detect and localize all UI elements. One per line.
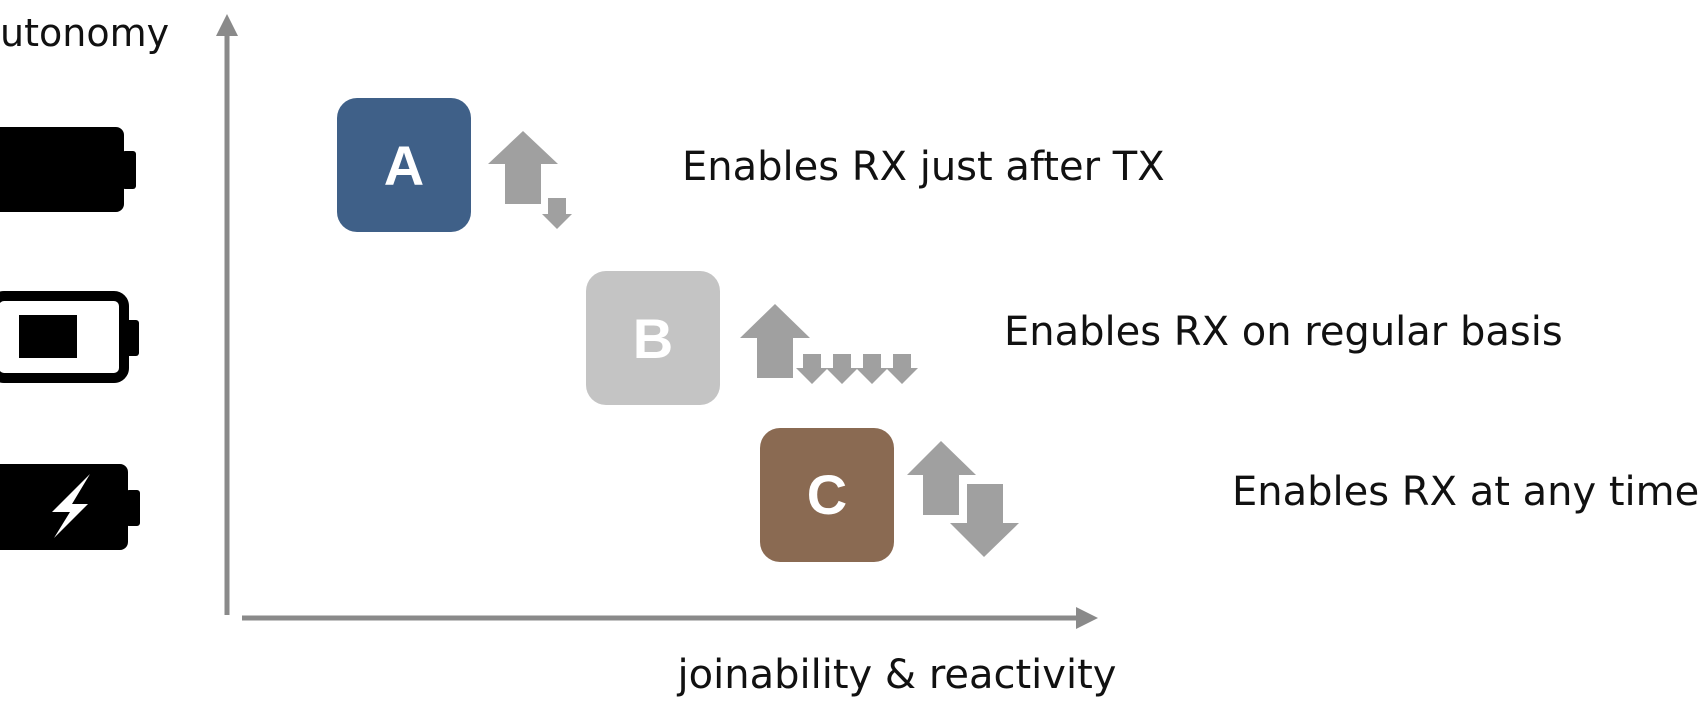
class-a-box: A: [337, 98, 471, 232]
class-c-box: C: [760, 428, 894, 562]
class-a-letter: A: [384, 134, 424, 197]
class-b-description: Enables RX on regular basis: [1004, 309, 1563, 355]
periodic-downlinks-icon: [740, 304, 918, 384]
continuous-downlink-icon: [907, 441, 1019, 557]
battery-half-icon: [0, 291, 139, 383]
battery-charging-icon: [0, 464, 140, 550]
class-b-letter: B: [633, 307, 673, 370]
class-c-letter: C: [807, 463, 847, 526]
x-axis-label: joinability & reactivity: [677, 652, 1117, 698]
class-c-description: Enables RX at any time: [1232, 469, 1699, 515]
class-a-description: Enables RX just after TX: [682, 144, 1165, 190]
battery-low-icon: [0, 127, 136, 212]
class-b-box: B: [586, 271, 720, 405]
single-small-downlink-icon: [488, 131, 572, 229]
y-axis: [216, 14, 238, 615]
y-axis-label: utonomy: [0, 11, 169, 55]
x-axis: [242, 607, 1098, 629]
